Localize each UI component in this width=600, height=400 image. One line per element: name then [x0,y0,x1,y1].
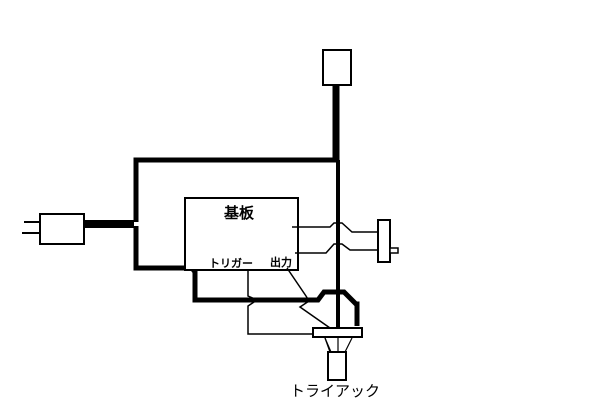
board [184,197,299,271]
motor-wire-2 [295,243,378,254]
output-label: 出力 [270,256,292,269]
trigger-label: トリガー [209,257,253,270]
top-device [322,49,352,86]
triac-lead-right [344,337,353,353]
triac-lead-left [324,337,332,353]
power-plug [22,213,85,245]
motor [377,219,399,263]
board-label: 基板 [224,204,255,222]
output-wire [286,267,331,329]
triac-label: トライアック [290,382,381,400]
triac-body [327,351,347,381]
trigger-wire [247,270,313,335]
main-wire-bottom [133,226,360,326]
triac-bar [312,327,363,338]
main-wire-top [133,157,336,222]
motor-wire-1 [292,222,378,233]
